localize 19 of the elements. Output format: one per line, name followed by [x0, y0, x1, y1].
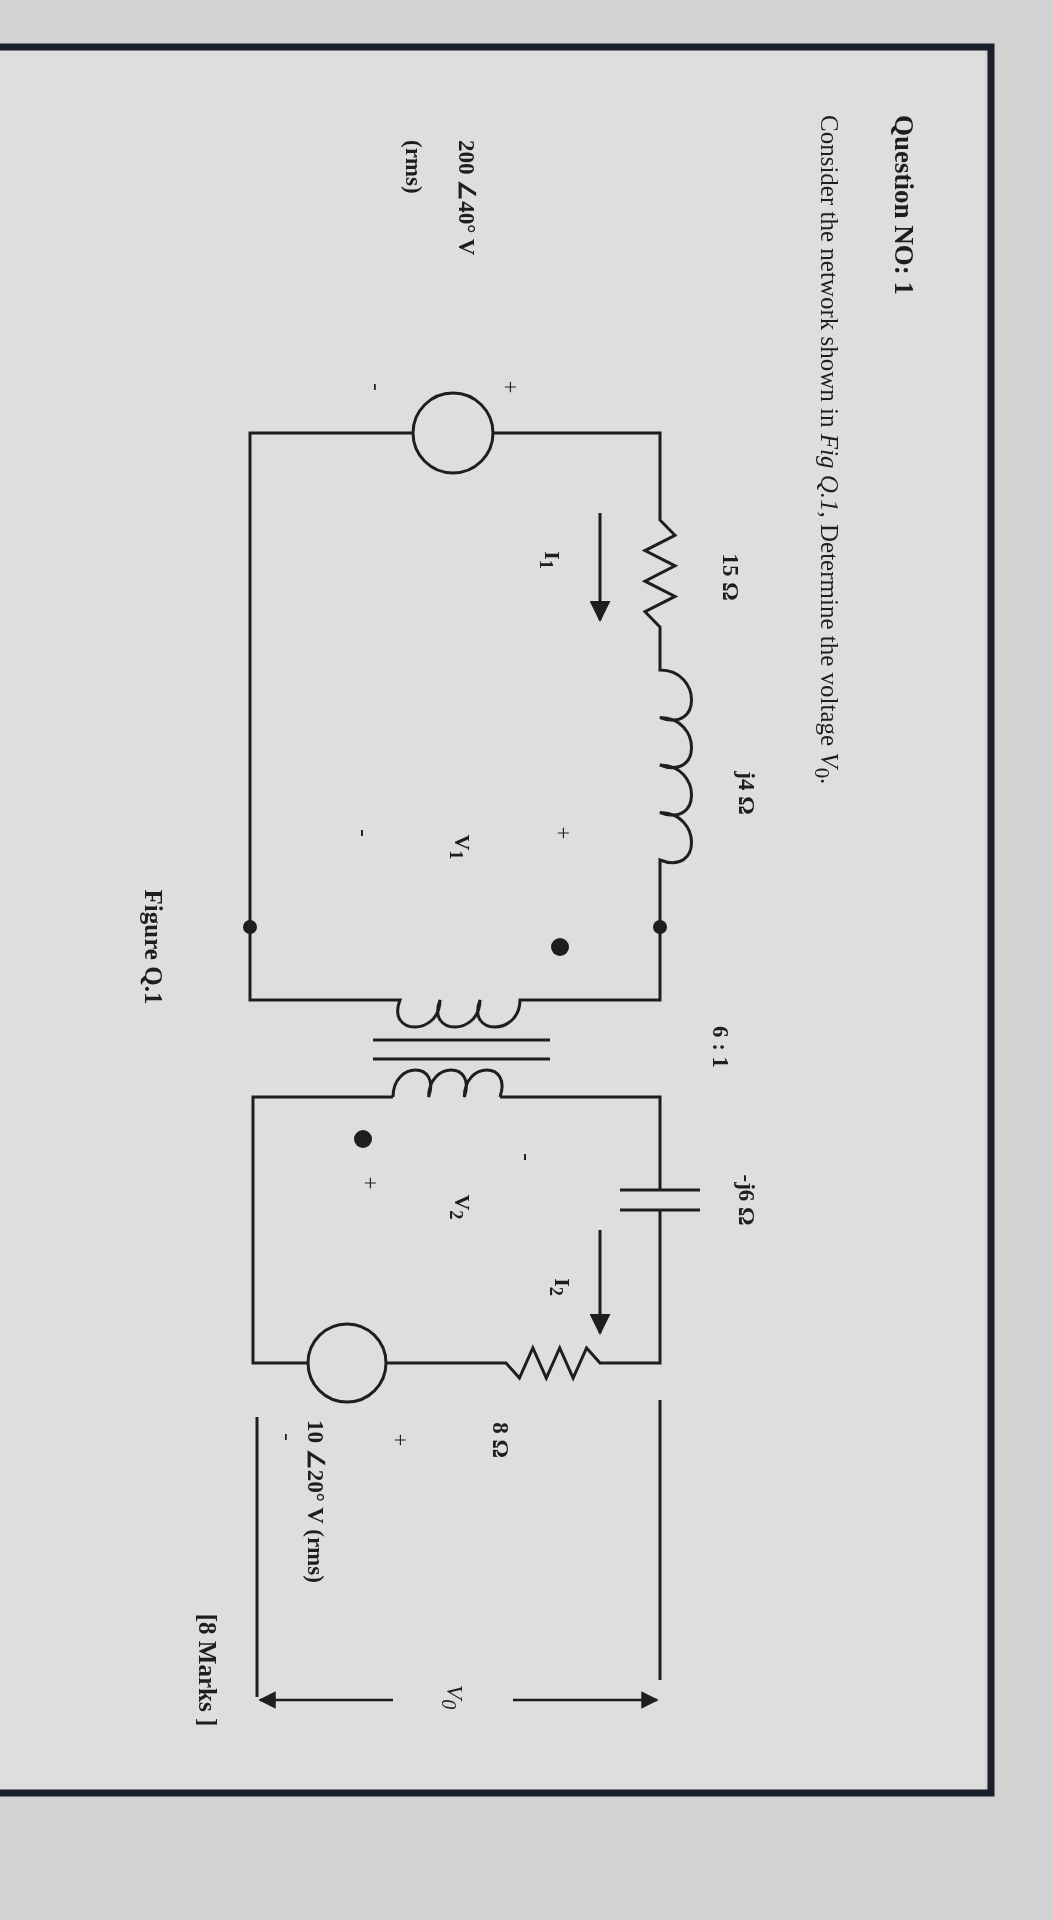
polarity-sign: + [550, 826, 576, 840]
polarity-sign: - [513, 1153, 539, 1161]
polarity-sign: - [350, 829, 376, 837]
impedance-label: -j6 Ω [733, 1174, 759, 1226]
source-value-label: (rms) [400, 140, 426, 194]
question-heading: Question NO: 1 [888, 115, 918, 295]
source-value-label: 200 ∠40° V [453, 140, 479, 256]
impedance-label: j4 Ω [733, 771, 759, 815]
polarity-sign: - [274, 1433, 300, 1441]
turns-ratio-label: 6 : 1 [707, 1025, 733, 1069]
polarity-sign: + [387, 1433, 413, 1447]
marks-label: [8 Marks ] [193, 1613, 221, 1727]
polarity-sign: - [363, 383, 389, 391]
figure-caption: Figure Q.1 [139, 889, 167, 1005]
resistance-label: 15 Ω [717, 553, 743, 601]
polarity-sign: + [357, 1176, 383, 1190]
resistance-label: 8 Ω [487, 1422, 513, 1458]
polarity-sign: + [497, 380, 523, 394]
source-value-label: 10 ∠20° V (rms) [302, 1420, 328, 1583]
